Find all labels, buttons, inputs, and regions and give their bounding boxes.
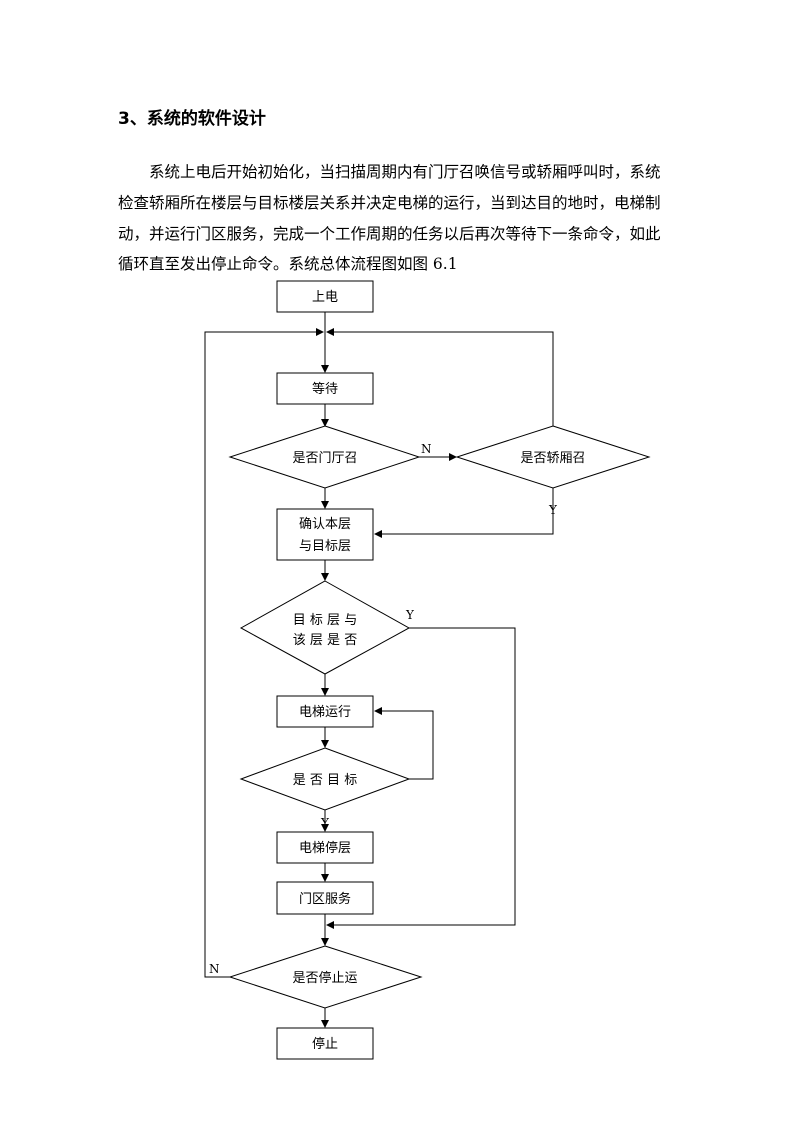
door-service-box: 门区服务 (276, 881, 374, 915)
power-on-box: 上电 (276, 280, 374, 313)
same-floor-label-line-2: 该 层 是 否 (293, 633, 357, 648)
flow-connectors (204, 312, 554, 1028)
confirm-label-line-1: 确认本层 (299, 517, 351, 532)
paragraph-line-2: 检查轿厢所在楼层与目标楼层关系并决定电梯的运行，当到达目的地时，电梯制 (118, 194, 661, 212)
target-decision: 是 否 目 标 (239, 747, 411, 811)
section-heading: 3、系统的软件设计 (118, 109, 266, 129)
door-service-label: 门区服务 (299, 891, 351, 907)
paragraph-line-3: 动，并运行门区服务，完成一个工作周期的任务以后再次等待下一条命令，如此 (118, 225, 661, 243)
paragraph-line-4: 循环直至发出停止命令。系统总体流程图如图 6.1 (118, 255, 458, 273)
paragraph-line-1: 系统上电后开始初始化，当扫描周期内有门厅召唤信号或轿厢呼叫时，系统 (118, 163, 661, 181)
hall-call-label: 是否门厅召 (292, 451, 357, 466)
same-floor-label-line-1: 目 标 层 与 (293, 613, 357, 628)
car-call-decision: 是否轿厢召 (455, 425, 651, 489)
elevator-stop-floor-label: 电梯停层 (299, 840, 351, 856)
stop-run-decision: 是否停止运 (228, 945, 423, 1009)
stop-run-label: 是否停止运 (292, 970, 357, 986)
target-label: 是 否 目 标 (293, 773, 357, 788)
same-floor-decision: 目 标 层 与 该 层 是 否 (239, 580, 411, 675)
same-floor-yes-label: Y (405, 608, 415, 622)
wait-box: 等待 (276, 372, 374, 405)
stop-run-no-label: N (209, 962, 220, 976)
target-yes-label: Y (320, 816, 330, 830)
hall-call-no-label: N (421, 442, 432, 456)
stop-label: 停止 (312, 1036, 338, 1052)
confirm-floor-box: 确认本层 与目标层 (276, 508, 374, 561)
hall-call-decision: 是否门厅召 (228, 425, 421, 489)
elevator-run-box: 电梯运行 (276, 695, 374, 728)
car-call-yes-label: Y (548, 503, 558, 517)
elevator-run-label: 电梯运行 (299, 705, 351, 720)
confirm-label-line-2: 与目标层 (299, 539, 351, 554)
stop-box: 停止 (276, 1027, 374, 1060)
elevator-stop-floor-box: 电梯停层 (276, 831, 374, 864)
wait-label: 等待 (312, 381, 338, 397)
car-call-label: 是否轿厢召 (520, 451, 585, 466)
power-on-label: 上电 (312, 290, 338, 305)
